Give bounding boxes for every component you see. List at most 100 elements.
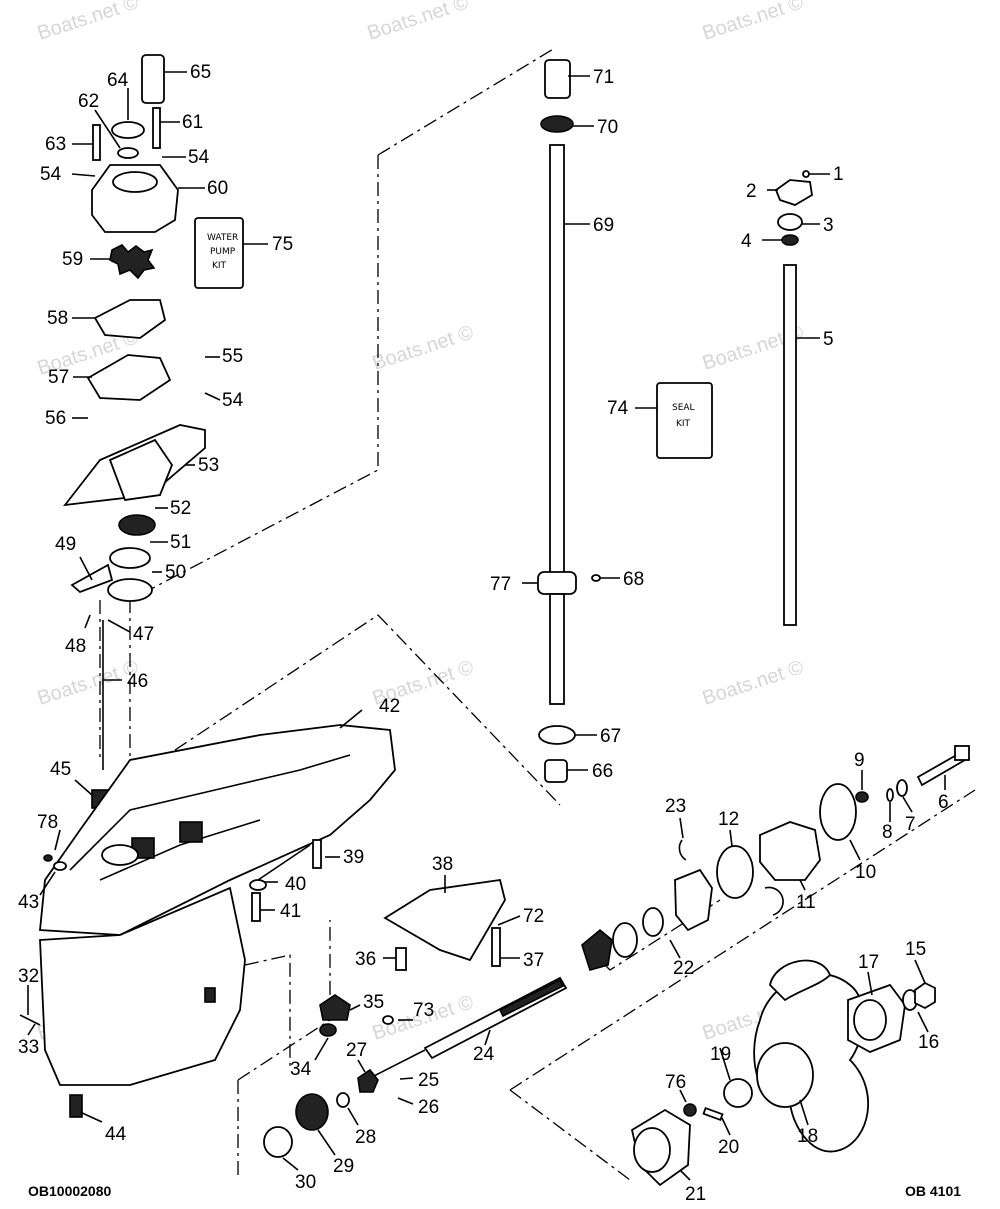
- callout-43: 43: [18, 892, 39, 913]
- screw-63: [92, 124, 101, 161]
- callout-54-left: 54: [40, 164, 62, 185]
- bearing-30: [263, 1126, 293, 1158]
- screw-61: [152, 107, 161, 149]
- water-pump-kit-line-3: KIT: [212, 261, 227, 271]
- pin-73: [382, 1015, 394, 1025]
- callout-16: 16: [918, 1032, 939, 1053]
- callout-73: 73: [413, 1000, 434, 1021]
- propeller-hub: [756, 1042, 814, 1108]
- gearcase-pocket-2: [179, 821, 203, 843]
- retainer-23b: [764, 886, 784, 916]
- bearing-77: [537, 571, 577, 595]
- watermark: Boats.net ©: [35, 656, 142, 709]
- callout-29: 29: [333, 1156, 354, 1177]
- callout-22: 22: [673, 958, 694, 979]
- callout-5: 5: [823, 329, 834, 350]
- bearing-housing-11: [759, 821, 821, 881]
- prop-shaft-spline: [498, 978, 565, 1018]
- callout-69: 69: [593, 215, 614, 236]
- kit-box-74: [656, 382, 713, 459]
- gearcase-deck-detail: [69, 754, 351, 881]
- shaft-lower: [549, 593, 565, 705]
- callout-47: 47: [133, 624, 154, 645]
- screw-32: [19, 1014, 41, 1026]
- callout-20: 20: [718, 1137, 739, 1158]
- callout-76: 76: [665, 1072, 686, 1093]
- callout-44: 44: [105, 1124, 127, 1145]
- callout-67: 67: [600, 726, 621, 747]
- o-ring-12: [716, 845, 754, 899]
- callout-40: 40: [285, 874, 306, 895]
- propeller-group: [630, 959, 936, 1187]
- callout-32: 32: [18, 966, 39, 987]
- callout-21: 21: [685, 1184, 706, 1205]
- callout-41: 41: [280, 901, 301, 922]
- gearcase-group: [19, 724, 396, 1118]
- callout-74: 74: [607, 398, 629, 419]
- bearing-carrier-22: [674, 868, 713, 932]
- thrust-hub-21-face: [633, 1127, 671, 1173]
- plate-58: [93, 299, 167, 339]
- bushing-66: [544, 759, 568, 783]
- callout-19: 19: [710, 1044, 731, 1065]
- washer-22: [642, 907, 664, 937]
- gearcase-bore: [101, 844, 139, 866]
- tube-65: [141, 54, 165, 104]
- callout-54-mid: 54: [222, 390, 244, 411]
- o-ring-51: [109, 547, 151, 569]
- washer-40: [249, 879, 267, 891]
- callout-71: 71: [593, 67, 614, 88]
- seal-70: [540, 115, 574, 133]
- watermark: Boats.net ©: [700, 656, 807, 709]
- shift-rod-5: [783, 264, 797, 626]
- callout-57: 57: [48, 367, 69, 388]
- washer-19: [723, 1078, 753, 1108]
- clutch-27: [357, 1068, 379, 1093]
- callout-17: 17: [858, 952, 879, 973]
- callout-77: 77: [490, 574, 511, 595]
- callout-36: 36: [355, 949, 376, 970]
- seal-62: [117, 147, 139, 159]
- water-pump-kit-line-1: WATER: [207, 233, 238, 243]
- callout-65: 65: [190, 62, 211, 83]
- callout-53: 53: [198, 455, 219, 476]
- cover-38: [383, 878, 506, 962]
- kit-box-75: [194, 217, 244, 289]
- watermark: Boats.net ©: [370, 321, 477, 374]
- gasket-57: [86, 354, 172, 401]
- gear-35: [319, 994, 351, 1021]
- callout-39: 39: [343, 847, 364, 868]
- callout-68: 68: [623, 569, 644, 590]
- liner-50: [107, 578, 153, 602]
- callout-52: 52: [170, 498, 191, 519]
- seal-kit-line-1: SEAL: [672, 403, 695, 413]
- nut-9: [855, 791, 869, 803]
- callout-9: 9: [854, 750, 865, 771]
- o-ring-4: [781, 234, 799, 246]
- callout-61: 61: [182, 112, 203, 133]
- washer-67: [538, 725, 576, 745]
- bushing-71: [544, 59, 571, 99]
- callout-8: 8: [882, 822, 893, 843]
- callout-59: 59: [62, 249, 83, 270]
- callout-15: 15: [905, 939, 926, 960]
- screw-37: [491, 927, 501, 967]
- callout-3: 3: [823, 215, 834, 236]
- propeller-blade-top: [769, 959, 832, 1002]
- drive-shaft-69: [549, 144, 565, 576]
- callout-27: 27: [346, 1040, 367, 1061]
- callout-38: 38: [432, 854, 453, 875]
- housing-53-boss: [108, 438, 174, 501]
- watermark: Boats.net ©: [700, 0, 807, 45]
- washer-28: [336, 1092, 350, 1108]
- leader-lines: [27, 71, 946, 1181]
- nut-15: [914, 981, 936, 1010]
- callout-63: 63: [45, 134, 66, 155]
- callout-49: 49: [55, 534, 76, 555]
- retainer-23: [678, 839, 687, 861]
- callout-60: 60: [207, 178, 228, 199]
- callout-24: 24: [473, 1044, 495, 1065]
- callout-75: 75: [272, 234, 293, 255]
- callout-1: 1: [833, 164, 844, 185]
